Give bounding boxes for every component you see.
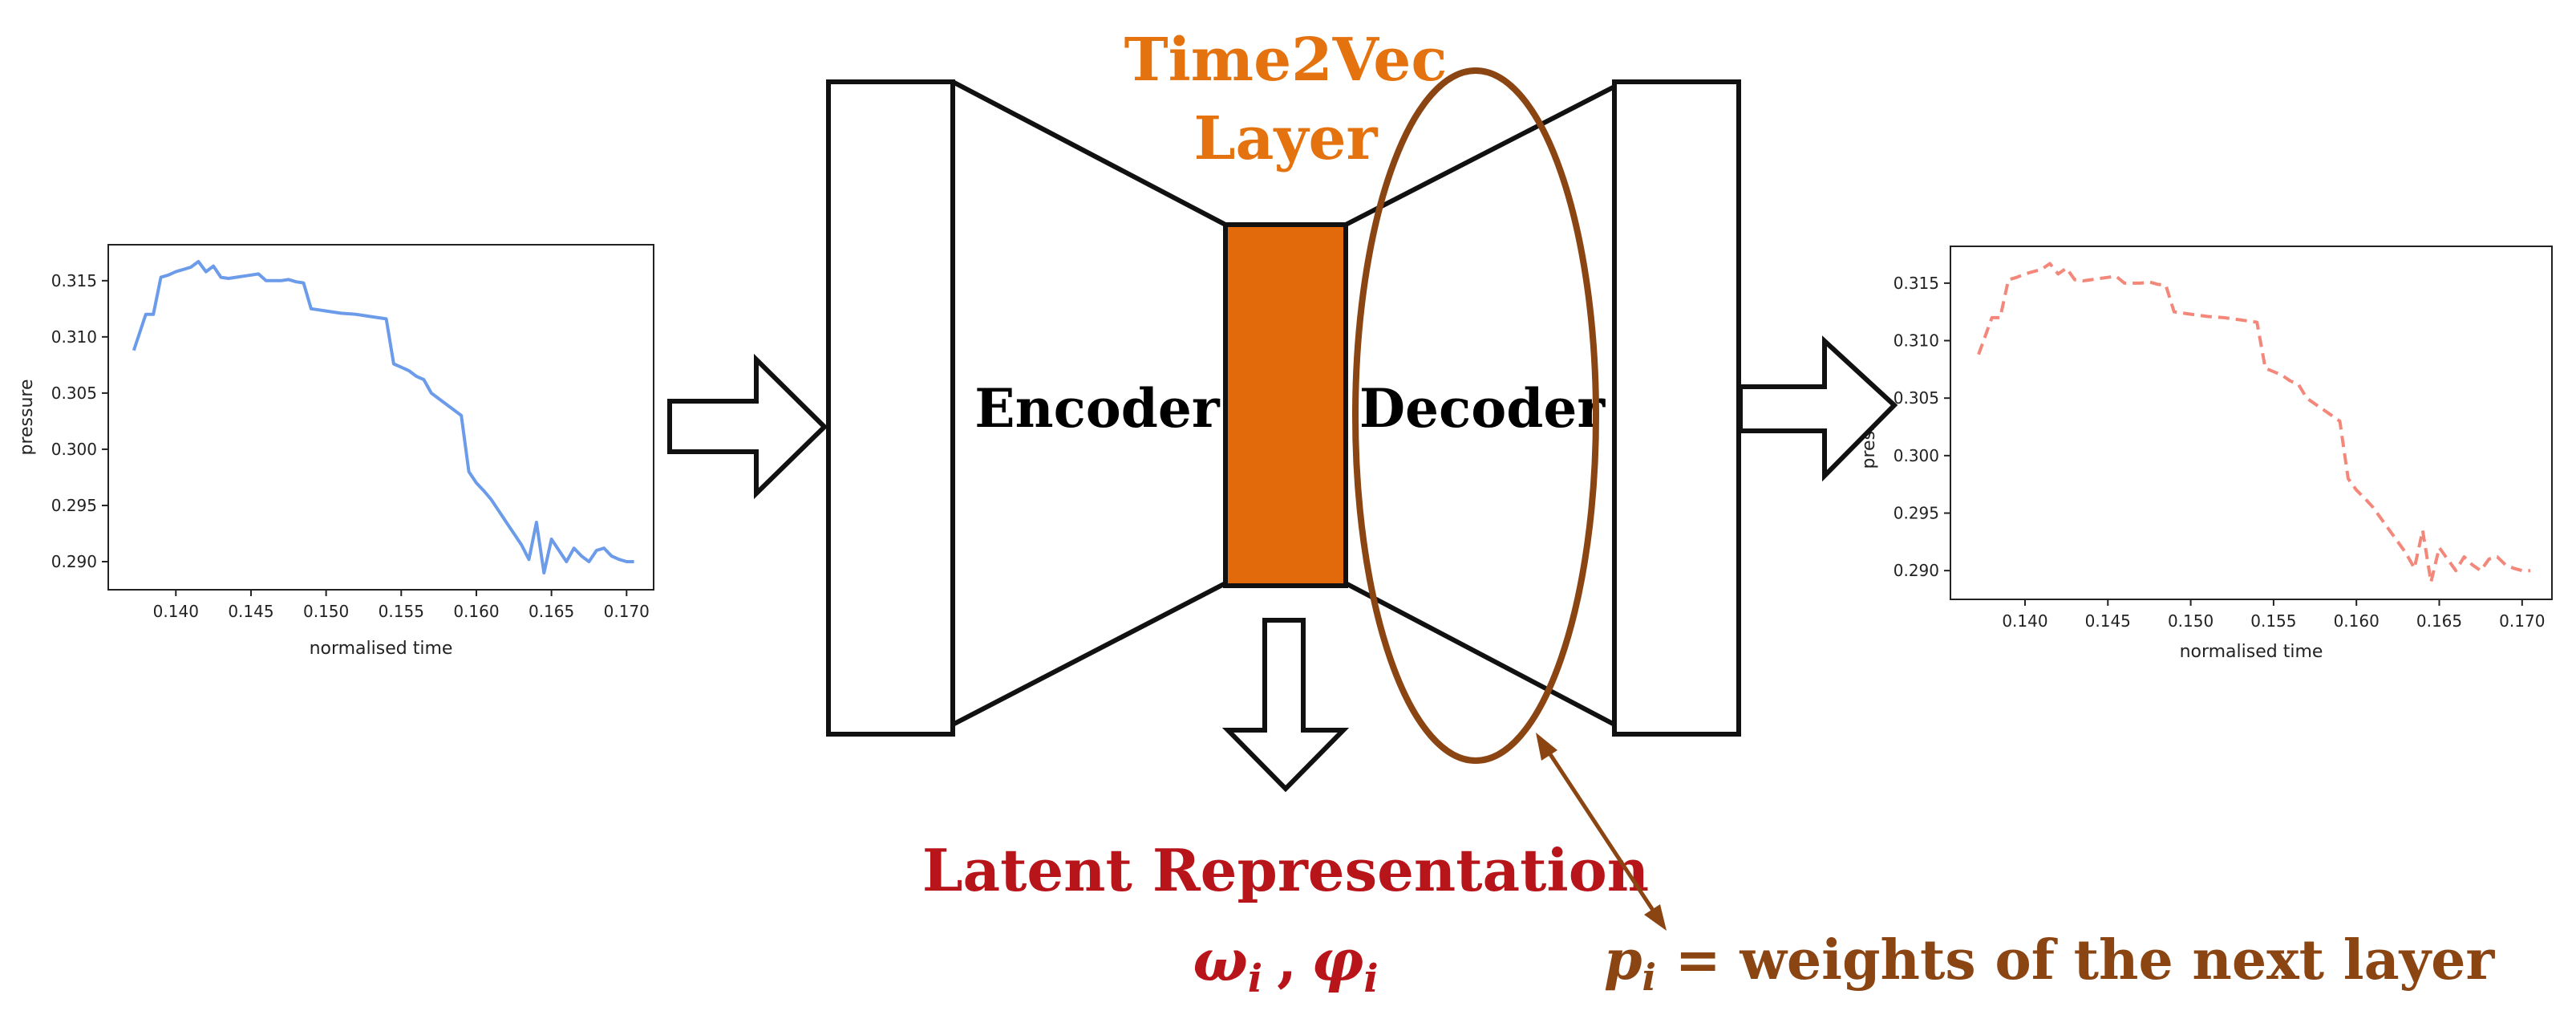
weights-label: pi = weights of the next layer — [1604, 928, 2495, 999]
x-tick-label: 0.150 — [2168, 611, 2213, 631]
latent-separator: , — [1277, 926, 1297, 994]
input-arrow — [667, 353, 828, 500]
decoder-label: Decoder — [1359, 377, 1606, 440]
latent-symbols: ωi,φi — [1193, 926, 1378, 1001]
output-chart-x-ticks: 0.140 0.145 0.150 0.155 0.160 0.165 0.170 — [2002, 599, 2545, 631]
encoder-top-edge — [951, 79, 1227, 227]
y-tick-label: 0.310 — [51, 327, 97, 347]
time2vec-title-line1: Time2Vec — [1124, 26, 1448, 95]
x-tick-label: 0.155 — [2250, 611, 2296, 631]
time2vec-title-line2: Layer — [1193, 104, 1378, 173]
omega-symbol: ω — [1193, 926, 1248, 994]
x-tick-label: 0.165 — [529, 602, 574, 621]
y-tick-label: 0.300 — [1894, 446, 1939, 465]
input-chart-x-axis-label: normalised time — [310, 639, 453, 659]
encoder-label: Encoder — [974, 377, 1221, 440]
x-tick-label: 0.160 — [453, 602, 499, 621]
encoder-input-layer — [826, 79, 955, 737]
x-tick-label: 0.160 — [2334, 611, 2380, 631]
autoencoder: Encoder Decoder — [826, 79, 1741, 737]
output-chart-y-ticks: 0.290 0.295 0.300 0.305 0.310 0.315 — [1894, 274, 1950, 580]
y-tick-label: 0.295 — [51, 496, 97, 515]
x-tick-label: 0.140 — [153, 602, 199, 621]
input-chart-frame — [107, 244, 654, 591]
decoder-output-layer — [1612, 79, 1741, 737]
x-tick-label: 0.170 — [2499, 611, 2545, 631]
input-chart-y-axis-label: pressure — [17, 379, 37, 455]
y-tick-label: 0.290 — [1894, 561, 1939, 580]
omega-subscript: i — [1248, 956, 1262, 1001]
weights-description: = weights of the next layer — [1656, 928, 2495, 993]
y-tick-label: 0.300 — [51, 440, 97, 459]
phi-subscript: i — [1363, 956, 1378, 1001]
input-chart-y-ticks: 0.290 0.295 0.300 0.305 0.310 0.315 — [51, 271, 108, 571]
y-tick-label: 0.305 — [1894, 388, 1939, 408]
x-tick-label: 0.145 — [228, 602, 273, 621]
x-tick-label: 0.165 — [2416, 611, 2462, 631]
decoder-weights-highlight — [1352, 67, 1599, 764]
time2vec-layer — [1223, 222, 1348, 588]
decoder-bottom-edge — [1344, 581, 1616, 727]
y-tick-label: 0.315 — [1894, 274, 1939, 293]
x-tick-label: 0.150 — [303, 602, 349, 621]
output-chart-x-axis-label: normalised time — [2180, 642, 2323, 662]
output-chart-frame — [1950, 246, 2553, 600]
x-tick-label: 0.170 — [604, 602, 650, 621]
x-tick-label: 0.145 — [2085, 611, 2131, 631]
input-chart-x-ticks: 0.140 0.145 0.150 0.155 0.160 0.165 0.170 — [153, 590, 650, 621]
x-tick-label: 0.140 — [2002, 611, 2047, 631]
y-tick-label: 0.310 — [1894, 331, 1939, 351]
encoder-bottom-edge — [951, 581, 1227, 727]
input-pressure-series — [132, 260, 634, 574]
y-tick-label: 0.305 — [51, 384, 97, 403]
weights-subscript: i — [1642, 956, 1656, 999]
output-arrow — [1738, 335, 1898, 482]
weights-symbol: p — [1604, 928, 1642, 993]
y-tick-label: 0.295 — [1894, 504, 1939, 523]
weights-pointer-arrow — [1536, 733, 1667, 931]
decoder-top-edge — [1344, 84, 1616, 227]
reconstructed-pressure-series — [1977, 262, 2531, 584]
latent-representation-label: Latent Representation — [922, 836, 1649, 904]
latent-down-arrow — [1221, 618, 1350, 793]
x-tick-label: 0.155 — [379, 602, 424, 621]
y-tick-label: 0.290 — [51, 552, 97, 571]
y-tick-label: 0.315 — [51, 271, 97, 290]
phi-symbol: φ — [1311, 926, 1363, 994]
